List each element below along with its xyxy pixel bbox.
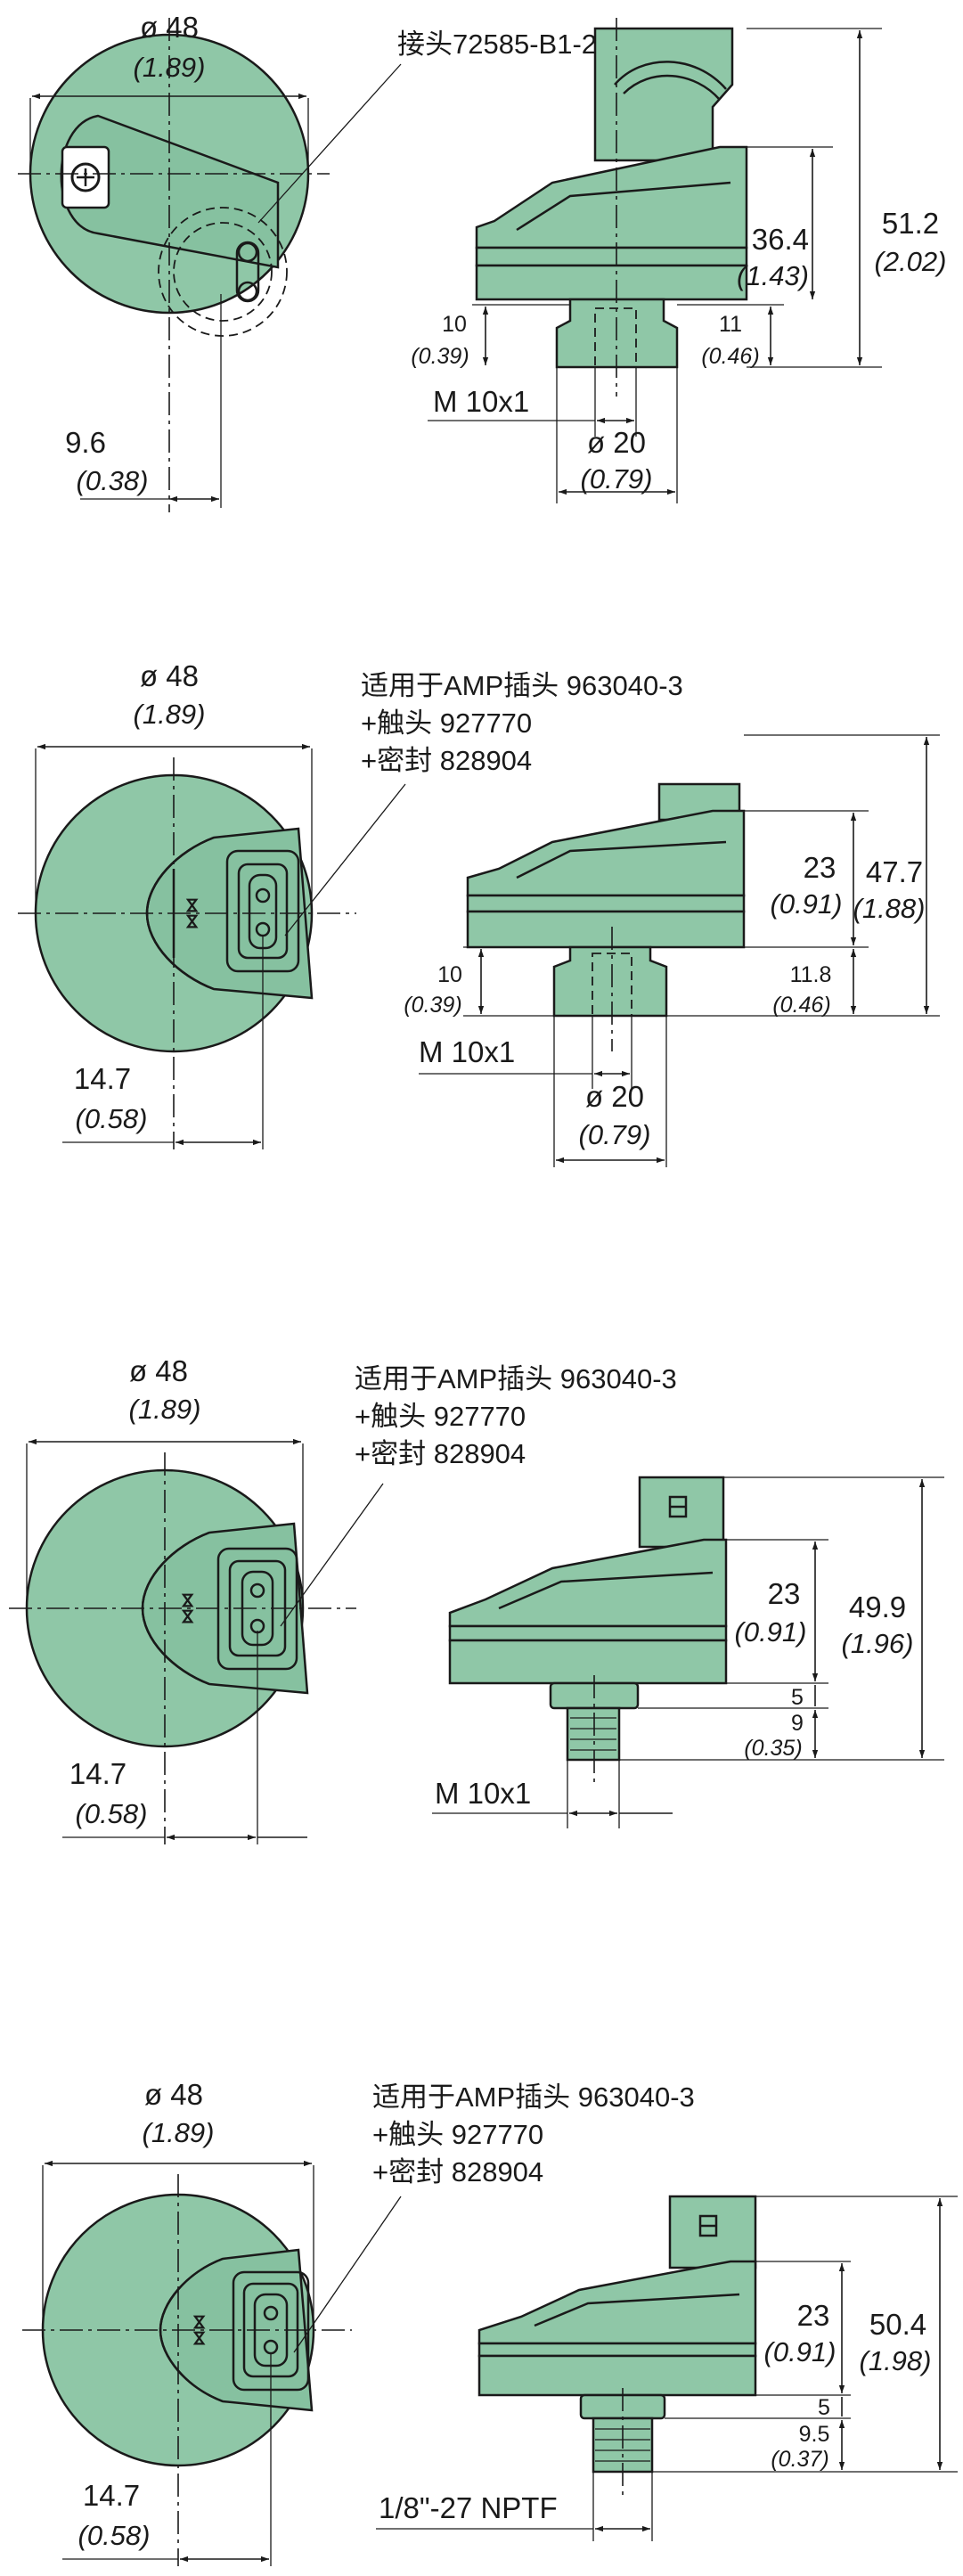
variant-1-side-view: 51.2 (2.02) 36.4 (1.43) 11 (0.46) 10 (0.…: [411, 18, 946, 503]
variant-4-side-view: 50.4 (1.98) 23 (0.91) 5 9.5 (0.37) 1/8"-…: [376, 2195, 958, 2541]
svg-text:⋈⋈: ⋈⋈: [191, 2314, 208, 2346]
side-thread-length: 9: [791, 1711, 804, 1736]
front-diameter-label: ø 48: [129, 1354, 188, 1387]
connector-note-line-3: +密封 828904: [361, 745, 532, 776]
svg-text:⋈⋈: ⋈⋈: [184, 897, 201, 929]
connector-note-line-1: 适用于AMP插头 963040-3: [372, 2081, 695, 2113]
side-total-height: 47.7: [866, 855, 923, 888]
front-diameter-label: ø 48: [144, 2078, 203, 2111]
front-diameter-inch: (1.89): [129, 1394, 201, 1425]
variant-3-front-view: ⋈⋈ ø 48 (1.89) 14.7 (0.58): [9, 1354, 356, 1844]
side-body-height: 23: [804, 851, 837, 884]
connector-head: [638, 1476, 725, 1549]
side-total-height: 51.2: [882, 207, 939, 240]
side-hex-height: 5: [791, 1685, 804, 1710]
side-thread-length-inch: (0.37): [771, 2447, 828, 2472]
side-base-diameter: ø 20: [585, 1080, 644, 1113]
variant-1-front-view: ø 48 (1.89) 9.6 (0.38): [18, 11, 330, 512]
connector-head: [593, 27, 734, 162]
connector-note-line-3: +密封 828904: [355, 1438, 526, 1469]
side-total-height-inch: (2.02): [875, 246, 947, 277]
front-diameter-label: ø 48: [140, 659, 199, 692]
side-thread-length: 10: [437, 962, 462, 987]
side-total-height-inch: (1.98): [860, 2345, 932, 2376]
side-thread-length-inch: (0.35): [744, 1736, 802, 1761]
variant-3-side-view: 49.9 (1.96) 23 (0.91) 5 9 (0.35) M 10x1: [432, 1476, 944, 1828]
side-base-diameter-inch: (0.79): [581, 463, 653, 495]
sensor-body-ring: [448, 1624, 728, 1642]
logo-mark: ⋈⋈: [191, 2314, 208, 2346]
side-body-height: 23: [797, 2299, 830, 2332]
connector-note-line-2: +触头 927770: [361, 707, 532, 739]
side-thread-spec: M 10x1: [433, 385, 529, 418]
side-body-height: 36.4: [752, 223, 809, 256]
sensor-hex: [552, 945, 668, 1018]
thread-stub: [566, 1706, 621, 1762]
side-body-height: 23: [768, 1577, 801, 1610]
connector-pin-1: [249, 1582, 265, 1599]
side-thread-spec: M 10x1: [435, 1777, 531, 1810]
connector-pin-1: [263, 2305, 279, 2321]
side-thread-length-inch: (0.39): [411, 344, 469, 369]
variant-1: ø 48 (1.89) 9.6 (0.38) 接头72585-B1-2.2-AG…: [18, 11, 946, 512]
front-offset-label: 9.6: [65, 426, 106, 459]
connector-note-line-1: 适用于AMP插头 963040-3: [355, 1363, 677, 1394]
side-body-height-inch: (0.91): [764, 2336, 837, 2367]
front-offset-inch: (0.58): [76, 1103, 148, 1134]
side-thread-spec: M 10x1: [419, 1035, 515, 1068]
variant-4-front-view: ⋈⋈ ø 48 (1.89) 14.7 (0.58): [22, 2078, 352, 2566]
side-thread-length: 10: [442, 312, 467, 337]
connector-note-line-3: +密封 828904: [372, 2156, 543, 2188]
side-hex-height-inch: (0.46): [701, 344, 759, 369]
variant-3: ⋈⋈ ø 48 (1.89) 14.7 (0.58) 适用于AMP插头 9630…: [9, 1354, 944, 1844]
sensor-body-ring: [466, 894, 746, 913]
variant-2: ⋈⋈ ø 48 (1.89) 14.7 (0.58) 适用于AMP插头 9630…: [18, 659, 940, 1167]
side-total-height: 49.9: [849, 1591, 906, 1623]
side-thread-length: 9.5: [799, 2422, 830, 2447]
side-body-height-inch: (0.91): [771, 888, 843, 920]
side-base-diameter-inch: (0.79): [579, 1119, 651, 1150]
connector-note-line-1: 适用于AMP插头 963040-3: [361, 670, 683, 701]
side-body-height-inch: (1.43): [737, 260, 809, 291]
front-diameter-label: ø 48: [140, 11, 199, 44]
front-diameter-inch: (1.89): [143, 2117, 215, 2148]
thread-hidden: [594, 307, 637, 368]
side-base-diameter: ø 20: [587, 426, 646, 459]
front-offset-inch: (0.38): [77, 465, 149, 496]
front-offset-inch: (0.58): [78, 2520, 151, 2551]
side-hex-height: 11: [719, 312, 742, 337]
connector-socket-inner: [173, 222, 273, 322]
logo-symbol-icon: [70, 162, 101, 192]
side-body-height-inch: (0.91): [735, 1616, 807, 1648]
sensor-body-upper: [448, 1538, 728, 1628]
variant-2-front-view: ⋈⋈ ø 48 (1.89) 14.7 (0.58): [18, 659, 356, 1149]
connector-note-line-2: +触头 927770: [355, 1401, 526, 1432]
side-total-height-inch: (1.96): [842, 1628, 914, 1659]
connector-note-line-2: +触头 927770: [372, 2119, 543, 2150]
side-thread-spec: 1/8"-27 NPTF: [379, 2491, 558, 2524]
sensor-body-ring: [475, 246, 748, 267]
front-offset-label: 14.7: [69, 1757, 126, 1790]
variant-2-side-view: 47.7 (1.88) 23 (0.91) 11.8 (0.46) 10 (0.…: [404, 734, 940, 1167]
front-offset-label: 14.7: [83, 2479, 140, 2512]
sensor-body-upper: [475, 145, 748, 249]
side-total-height: 50.4: [869, 2308, 926, 2341]
connector-head: [668, 2195, 757, 2269]
front-offset-label: 14.7: [74, 1062, 131, 1095]
connector-socket-hidden: [158, 207, 288, 337]
side-thread-length-inch: (0.39): [404, 993, 461, 1018]
side-hex-height: 11.8: [790, 962, 832, 987]
variant-4: ⋈⋈ ø 48 (1.89) 14.7 (0.58) 适用于AMP插头 9630…: [22, 2078, 958, 2566]
side-hex-height: 5: [818, 2395, 830, 2420]
side-hex-height-inch: (0.46): [772, 993, 830, 1018]
front-diameter-inch: (1.89): [134, 699, 206, 730]
sensor-body-ring: [477, 2342, 757, 2358]
front-offset-inch: (0.58): [76, 1798, 148, 1829]
front-diameter-inch: (1.89): [134, 52, 206, 83]
sensor-body-upper: [466, 809, 746, 897]
side-total-height-inch: (1.88): [853, 893, 926, 924]
connector-pin-1: [255, 887, 271, 904]
